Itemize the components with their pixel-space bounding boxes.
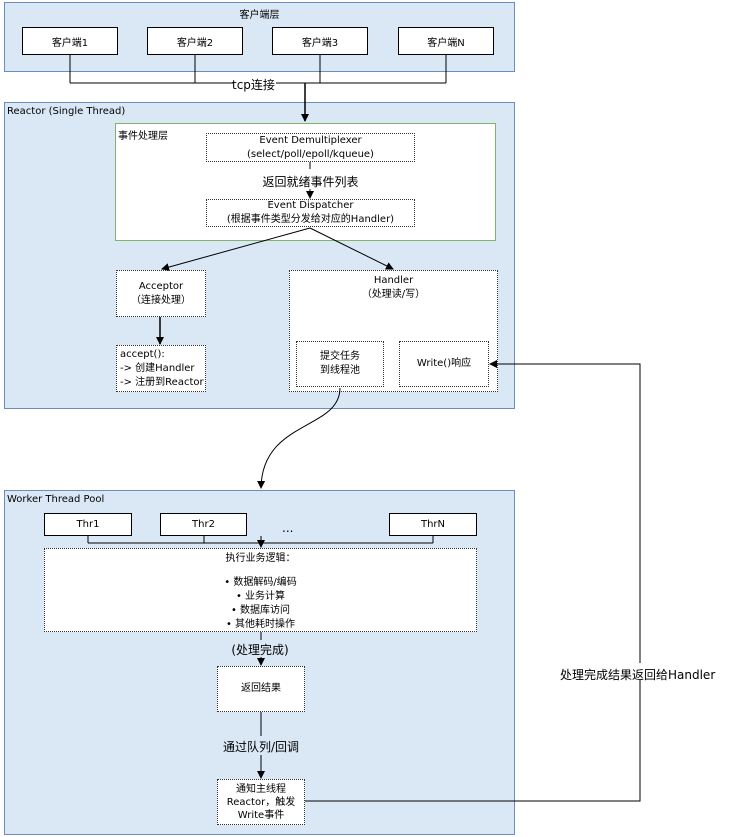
result-label: 返回结果 bbox=[241, 683, 281, 694]
handler-line1: Handler bbox=[373, 275, 414, 286]
logic-item: • 其他耗时操作 bbox=[225, 619, 296, 630]
thread-bus bbox=[87, 536, 434, 544]
demux-line2: (select/poll/epoll/kqueue) bbox=[247, 148, 374, 160]
dispatcher-line2: (根据事件类型分发给对应的Handler) bbox=[226, 214, 395, 225]
client-bus bbox=[69, 55, 447, 84]
client-2: 客户端2 bbox=[147, 27, 243, 55]
return-ready-events-label: 返回就绪事件列表 bbox=[262, 175, 359, 189]
submit-to-pool-curve bbox=[257, 387, 341, 489]
event-dispatcher: Event Dispatcher (根据事件类型分发给对应的Handler) bbox=[206, 199, 415, 227]
worker-pool-title: Worker Thread Pool bbox=[7, 494, 105, 505]
write-label: Write()响应 bbox=[416, 358, 472, 369]
reactor-title: Reactor (Single Thread) bbox=[7, 106, 126, 117]
client-3: 客户端3 bbox=[272, 27, 368, 55]
business-logic: 执行业务逻辑： • 数据解码/编码 • 业务计算 • 数据库访问 • 其他耗时操… bbox=[44, 548, 477, 632]
tcp-connection-label: tcp连接 bbox=[232, 78, 275, 92]
notify-line2: Reactor，触发 bbox=[226, 796, 296, 808]
client-1: 客户端1 bbox=[22, 27, 118, 55]
logic-list: • 数据解码/编码 • 业务计算 • 数据库访问 • 其他耗时操作 bbox=[224, 576, 296, 632]
return-to-handler-label: 处理完成结果返回给Handler bbox=[560, 668, 716, 682]
event-layer-title: 事件处理层 bbox=[118, 131, 168, 142]
accept-line3: -> 注册到Reactor bbox=[120, 376, 204, 388]
submit-line1: 提交任务 bbox=[320, 351, 360, 362]
demux-line1: Event Demultiplexer bbox=[259, 134, 362, 146]
feedback-line bbox=[305, 364, 641, 802]
acceptor: Acceptor （连接处理） bbox=[116, 270, 206, 317]
event-demultiplexer: Event Demultiplexer (select/poll/epoll/k… bbox=[206, 133, 415, 162]
logic-item: • 业务计算 bbox=[235, 591, 286, 602]
queue-callback-label: 通过队列/回调 bbox=[222, 740, 300, 754]
client-layer-title: 客户端层 bbox=[239, 10, 280, 21]
logic-item: • 数据库访问 bbox=[230, 605, 291, 616]
processing-done-label: (处理完成) bbox=[231, 643, 289, 657]
thread-ellipsis: ... bbox=[282, 521, 294, 535]
handler-line2: （处理读/写） bbox=[361, 289, 426, 300]
logic-title: 执行业务逻辑： bbox=[225, 553, 296, 564]
logic-item: • 数据解码/编码 bbox=[224, 577, 297, 588]
thread-n: ThrN bbox=[389, 513, 477, 536]
notify-main-thread: 通知主线程 Reactor，触发 Write事件 bbox=[217, 779, 305, 825]
to-handler-arrow bbox=[309, 227, 394, 270]
dispatcher-line1: Event Dispatcher bbox=[267, 200, 354, 211]
client-n: 客户端N bbox=[398, 27, 494, 55]
notify-line1: 通知主线程 bbox=[236, 783, 286, 795]
submit-line2: 到线程池 bbox=[320, 365, 360, 376]
to-acceptor-arrow bbox=[161, 227, 311, 271]
thread-1: Thr1 bbox=[44, 513, 132, 536]
submit-task: 提交任务 到线程池 bbox=[296, 341, 384, 387]
return-result: 返回结果 bbox=[217, 666, 305, 712]
notify-line3: Write事件 bbox=[237, 809, 285, 821]
accept-line2: -> 创建Handler bbox=[120, 362, 195, 374]
accept-actions: accept(): -> 创建Handler -> 注册到Reactor bbox=[116, 345, 206, 392]
thread-2: Thr2 bbox=[160, 513, 247, 536]
accept-line1: accept(): bbox=[120, 348, 165, 360]
acceptor-line1: Acceptor bbox=[138, 280, 184, 292]
acceptor-line2: （连接处理） bbox=[131, 294, 191, 306]
